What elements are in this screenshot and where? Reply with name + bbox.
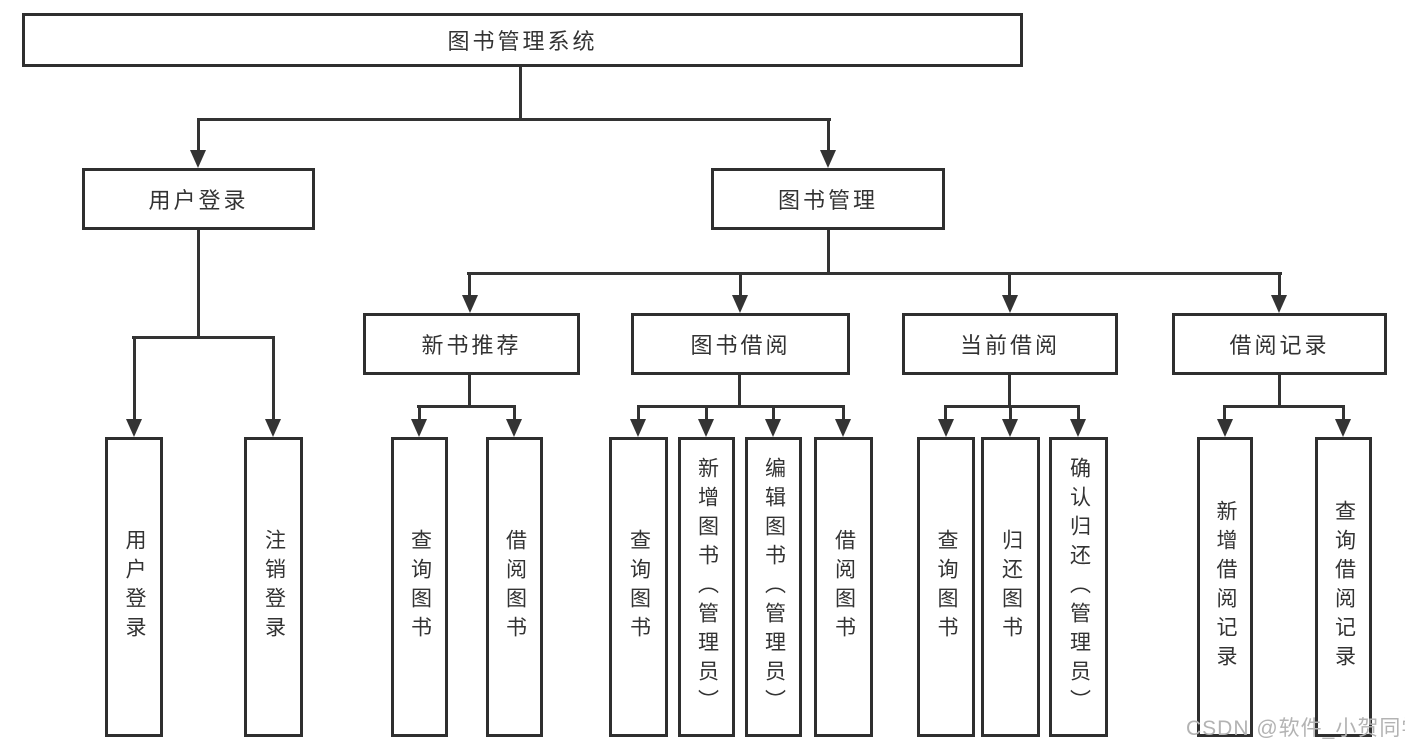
node-book-borrowing: 图书借阅 [631,313,850,375]
connector-new-book-branch [417,405,516,408]
connector-arm-book-management [827,118,830,152]
connector-arm-current-borrowing [1008,272,1011,297]
connector-user-login-stem [197,230,200,336]
leaf-borrow-books-1: 借阅图书 [486,437,543,737]
connector-new-book-stem [468,375,471,408]
arrowhead-leaf-user-login [126,419,142,437]
arrowhead-book-management [820,150,836,168]
connector-book-borrowing-branch [637,405,845,408]
node-new-book-recommend: 新书推荐 [363,313,580,375]
leaf-add-borrow-record: 新增借阅记录 [1197,437,1253,737]
connector-arm-query-books-2 [637,405,640,421]
connector-current-borrowing-stem [1008,375,1011,408]
node-library-system: 图书管理系统 [22,13,1023,67]
leaf-edit-books-admin: 编辑图书（管理员） [745,437,802,737]
arrowhead-add-record [1217,419,1233,437]
connector-arm-leaf-user-login [133,336,136,421]
arrowhead-return-books [1002,419,1018,437]
connector-arm-query-record [1342,405,1345,421]
connector-book-management-stem [827,230,830,272]
leaf-query-books-2: 查询图书 [609,437,668,737]
leaf-query-books-3: 查询图书 [917,437,975,737]
connector-borrowing-records-stem [1278,375,1281,408]
connector-arm-edit-books [772,405,775,421]
leaf-query-borrow-record: 查询借阅记录 [1315,437,1372,737]
arrowhead-user-login [190,150,206,168]
connector-arm-user-login [197,118,200,152]
connector-arm-book-borrowing [739,272,742,297]
arrowhead-confirm-return [1070,419,1086,437]
arrowhead-add-books [698,419,714,437]
connector-level3-branch [467,272,1282,275]
leaf-user-login: 用户登录 [105,437,163,737]
leaf-add-books-admin: 新增图书（管理员） [678,437,735,737]
arrowhead-query-books-3 [938,419,954,437]
connector-arm-query-books-3 [944,405,947,421]
node-user-login: 用户登录 [82,168,315,230]
arrowhead-book-borrowing [732,295,748,313]
connector-arm-return-books [1009,405,1012,421]
connector-arm-new-book [468,272,471,297]
connector-current-borrowing-branch [944,405,1080,408]
connector-arm-confirm-return [1077,405,1080,421]
connector-arm-borrow-books-2 [842,405,845,421]
connector-arm-borrowing-records [1278,272,1281,297]
watermark: CSDN @软件_小贺同学 [1186,717,1405,740]
connector-borrowing-records-branch [1223,405,1345,408]
connector-level2-branch [197,118,831,121]
leaf-borrow-books-2: 借阅图书 [814,437,873,737]
leaf-query-books-1: 查询图书 [391,437,448,737]
connector-arm-leaf-logout [272,336,275,421]
arrowhead-borrowing-records [1271,295,1287,313]
node-book-management: 图书管理 [711,168,945,230]
leaf-logout-login: 注销登录 [244,437,303,737]
node-borrowing-records: 借阅记录 [1172,313,1387,375]
connector-root-stem [519,67,522,118]
connector-user-login-branch [132,336,275,339]
node-current-borrowing: 当前借阅 [902,313,1118,375]
connector-arm-add-books [705,405,708,421]
arrowhead-borrow-books-2 [835,419,851,437]
arrowhead-query-books-1 [411,419,427,437]
leaf-return-books: 归还图书 [981,437,1040,737]
arrowhead-new-book [462,295,478,313]
arrowhead-borrow-books-1 [506,419,522,437]
arrowhead-edit-books [765,419,781,437]
connector-arm-query-books-1 [418,405,421,421]
connector-arm-borrow-books-1 [513,405,516,421]
arrowhead-query-books-2 [630,419,646,437]
connector-arm-add-record [1223,405,1226,421]
connector-book-borrowing-stem [738,375,741,408]
arrowhead-query-record [1335,419,1351,437]
leaf-confirm-return-admin: 确认归还（管理员） [1049,437,1108,737]
arrowhead-leaf-logout [265,419,281,437]
arrowhead-current-borrowing [1002,295,1018,313]
